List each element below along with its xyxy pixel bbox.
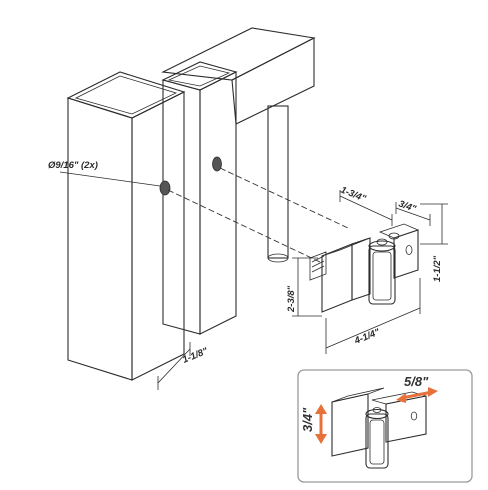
height-total-label: 1-1/2" [432, 255, 443, 282]
gate-post-side [162, 79, 201, 335]
fence-post-top [66, 71, 186, 119]
hole-diameter-label: Ø9/16" (2x) [48, 160, 98, 171]
hole-diameter-callout: Ø9/16" (2x) [48, 160, 161, 187]
depth-b-label: 3/4" [397, 198, 418, 215]
gate-rail-side [231, 37, 315, 125]
alignment-lines [167, 167, 349, 263]
vertical-adjust-arrow [315, 404, 327, 444]
gate-post-hole [212, 156, 222, 172]
adjustment-inset: LOCINOX 5/8" 3/4" [297, 369, 473, 483]
fence-post [66, 71, 186, 381]
hinge-brand-text: LOCINOX [335, 261, 348, 292]
inset-brand-text: LOCINOX [342, 424, 354, 452]
hinge-barrel [368, 245, 396, 305]
fence-post-side [131, 91, 185, 381]
hinge-main: LOCINOX [309, 223, 420, 313]
inset-border [297, 369, 473, 483]
length-label: 4-1/4" [352, 327, 382, 348]
inset-horizontal-label: 5/8" [404, 374, 429, 389]
gate-pipe [267, 105, 289, 259]
gate-frame [161, 27, 316, 335]
horizontal-adjust-arrow [396, 387, 438, 403]
height-plate-label: 2-3/8" [286, 285, 297, 313]
fence-post-hole [159, 180, 171, 196]
gap-width-label: 1-1/8" [181, 346, 210, 366]
fence-post-front [67, 97, 133, 381]
inset-vertical-label: 3/4" [300, 407, 315, 432]
gate-post-front [199, 71, 237, 335]
